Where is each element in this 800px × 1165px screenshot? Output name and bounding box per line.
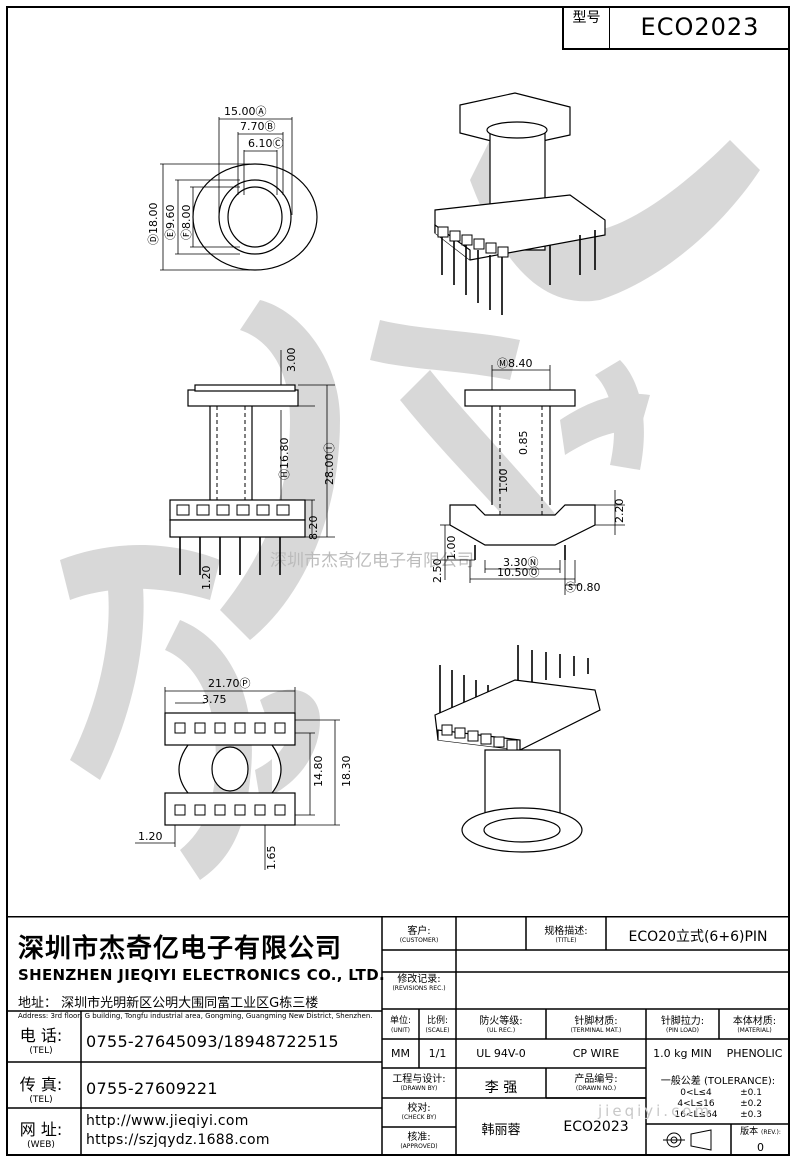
dim-2-50: 2.50 xyxy=(431,559,444,584)
tolerance-label: 一般公差 (TOLERANCE): xyxy=(660,1076,776,1087)
tolerance-range-1: 0<L≤4 xyxy=(680,1088,712,1098)
terminal-value: CP WIRE xyxy=(572,1047,620,1060)
scale-label: 比例:(SCALE) xyxy=(425,1016,450,1034)
watermark-text: 深圳市杰奇亿电子有限公司 xyxy=(270,551,474,571)
isometric-view-top xyxy=(434,92,606,315)
check-by-value: 韩丽蓉 xyxy=(481,1123,521,1138)
drawn-no-value: ECO2023 xyxy=(563,1119,629,1135)
company-name-en: SHENZHEN JIEQIYI ELECTRONICS CO., LTD. xyxy=(18,966,385,984)
material-value: PHENOLIC xyxy=(726,1047,783,1060)
pin-load-label: 针脚拉力:(PIN LOAD) xyxy=(660,1016,705,1034)
top-view-drawing: 15.00Ⓐ 7.70Ⓑ 6.10Ⓒ Ⓓ18.00 Ⓔ9.60 Ⓕ8.00 xyxy=(147,105,318,271)
unit-value: MM xyxy=(391,1047,410,1060)
fax-label: 传 真:(TEL) xyxy=(19,1075,63,1105)
web-link-2[interactable]: https://szjqydz.1688.com xyxy=(86,1132,270,1148)
version-value: 0 xyxy=(757,1141,764,1154)
model-number-box: 型号 ECO2023 xyxy=(562,6,790,50)
title-label: 规格描述:(TITLE) xyxy=(544,926,588,944)
version-label: 版本 (REV.): xyxy=(740,1127,781,1137)
dim-1-00b: 1.00 xyxy=(445,536,458,561)
dim-21-70: 21.70Ⓟ xyxy=(208,677,251,690)
dim-1-20-bottom: 1.20 xyxy=(138,830,163,843)
check-by-label: 校对:(CHECK BY) xyxy=(401,1103,437,1121)
ul-label: 防火等级:(UL REC.) xyxy=(479,1016,523,1034)
dim-2-20: 2.20 xyxy=(613,499,625,524)
tolerance-range-2: 4<L≤16 xyxy=(677,1099,715,1109)
dim-7-70: 7.70Ⓑ xyxy=(240,120,276,133)
ul-value: UL 94V-0 xyxy=(476,1047,526,1060)
isometric-view-bottom xyxy=(434,645,601,853)
customer-label: 客户:(CUSTOMER) xyxy=(399,926,439,944)
dim-3-00: 3.00 xyxy=(285,348,298,373)
dim-0-85: 0.85 xyxy=(517,431,530,456)
watermark-logo: 深圳市杰奇亿电子有限公司 xyxy=(60,140,760,880)
tel-value: 0755-27645093/18948722515 xyxy=(86,1032,339,1051)
company-address-cn: 地址： 深圳市光明新区公明大围同富工业区G栋三楼 xyxy=(18,996,319,1011)
model-label: 型号 xyxy=(564,6,610,48)
dim-6-10: 6.10Ⓒ xyxy=(248,137,284,150)
revisions-label: 修改记录:(REVISIONS REC.) xyxy=(392,974,446,992)
tolerance-range-3: 16<L≤64 xyxy=(674,1110,718,1120)
drawn-no-label: 产品编号:(DRAWN NO.) xyxy=(574,1074,618,1092)
drawn-by-label: 工程与设计:(DRAWN BY) xyxy=(392,1074,446,1092)
dim-10-50: 10.50Ⓞ xyxy=(497,566,540,579)
scale-value: 1/1 xyxy=(428,1047,447,1060)
dim-18-30: 18.30 xyxy=(340,756,353,788)
dim-3-30: 3.30Ⓝ xyxy=(503,556,539,569)
company-address-en: Address: 3rd floor, G building, Tongfu i… xyxy=(18,1012,373,1020)
side-view-drawing: Ⓜ8.40 0.85 1.00 2.20 1.00 2.50 3.30Ⓝ 10.… xyxy=(431,357,625,595)
drawn-by-value: 李 强 xyxy=(484,1080,518,1096)
dim-16-80: Ⓗ16.80 xyxy=(278,438,291,481)
pin-load-value: 1.0 kg MIN xyxy=(653,1047,712,1060)
web-label: 网 址:(WEB) xyxy=(19,1120,63,1150)
dim-14-80: 14.80 xyxy=(312,756,325,788)
tolerance-value-2: ±0.2 xyxy=(740,1099,762,1109)
dim-3-75: 3.75 xyxy=(202,693,227,706)
dim-15: 15.00Ⓐ xyxy=(224,105,267,118)
dim-8-00: Ⓕ8.00 xyxy=(180,205,193,241)
approved-label: 核准:(APPROVED) xyxy=(400,1132,438,1150)
dim-1-00: 1.00 xyxy=(497,469,510,494)
watermark-site: jieqiyi.com xyxy=(598,1102,713,1120)
tel-label: 电 话:(TEL) xyxy=(19,1026,63,1056)
title-value: ECO20立式(6+6)PIN xyxy=(628,929,768,945)
tolerance-value-3: ±0.3 xyxy=(740,1110,762,1120)
dim-18: Ⓓ18.00 xyxy=(147,203,160,246)
dim-28-00: 28.00Ⓘ xyxy=(323,443,336,486)
drawing-frame xyxy=(6,6,790,1156)
web-link-1[interactable]: http://www.jieqiyi.com xyxy=(86,1113,249,1129)
projection-symbol xyxy=(663,1129,712,1151)
unit-label: 单位:(UNIT) xyxy=(389,1016,412,1034)
front-view-drawing: 3.00 Ⓗ16.80 28.00Ⓘ 8.20 1.20 xyxy=(169,348,336,591)
material-label: 本体材质:(MATERIAL) xyxy=(732,1016,777,1034)
tolerance-value-1: ±0.1 xyxy=(740,1088,762,1098)
title-block: 深圳市杰奇亿电子有限公司 SHENZHEN JIEQIYI ELECTRONIC… xyxy=(6,916,790,1156)
dim-1-20-front: 1.20 xyxy=(200,566,213,591)
title-block-grid xyxy=(6,916,790,1156)
dim-0-80: Ⓢ0.80 xyxy=(565,581,601,594)
fax-value: 0755-27609221 xyxy=(86,1079,218,1098)
terminal-label: 针脚材质:(TERMINAL MAT.) xyxy=(570,1016,622,1034)
company-name-cn: 深圳市杰奇亿电子有限公司 xyxy=(18,934,343,964)
dim-8-40: Ⓜ8.40 xyxy=(497,357,533,370)
dim-9-60: Ⓔ9.60 xyxy=(164,205,177,241)
model-value: ECO2023 xyxy=(640,13,760,41)
dim-8-20: 8.20 xyxy=(307,516,320,541)
dim-1-65: 1.65 xyxy=(265,846,278,871)
bottom-view-drawing: 21.70Ⓟ 3.75 14.80 18.30 1.20 1.65 xyxy=(135,677,353,871)
